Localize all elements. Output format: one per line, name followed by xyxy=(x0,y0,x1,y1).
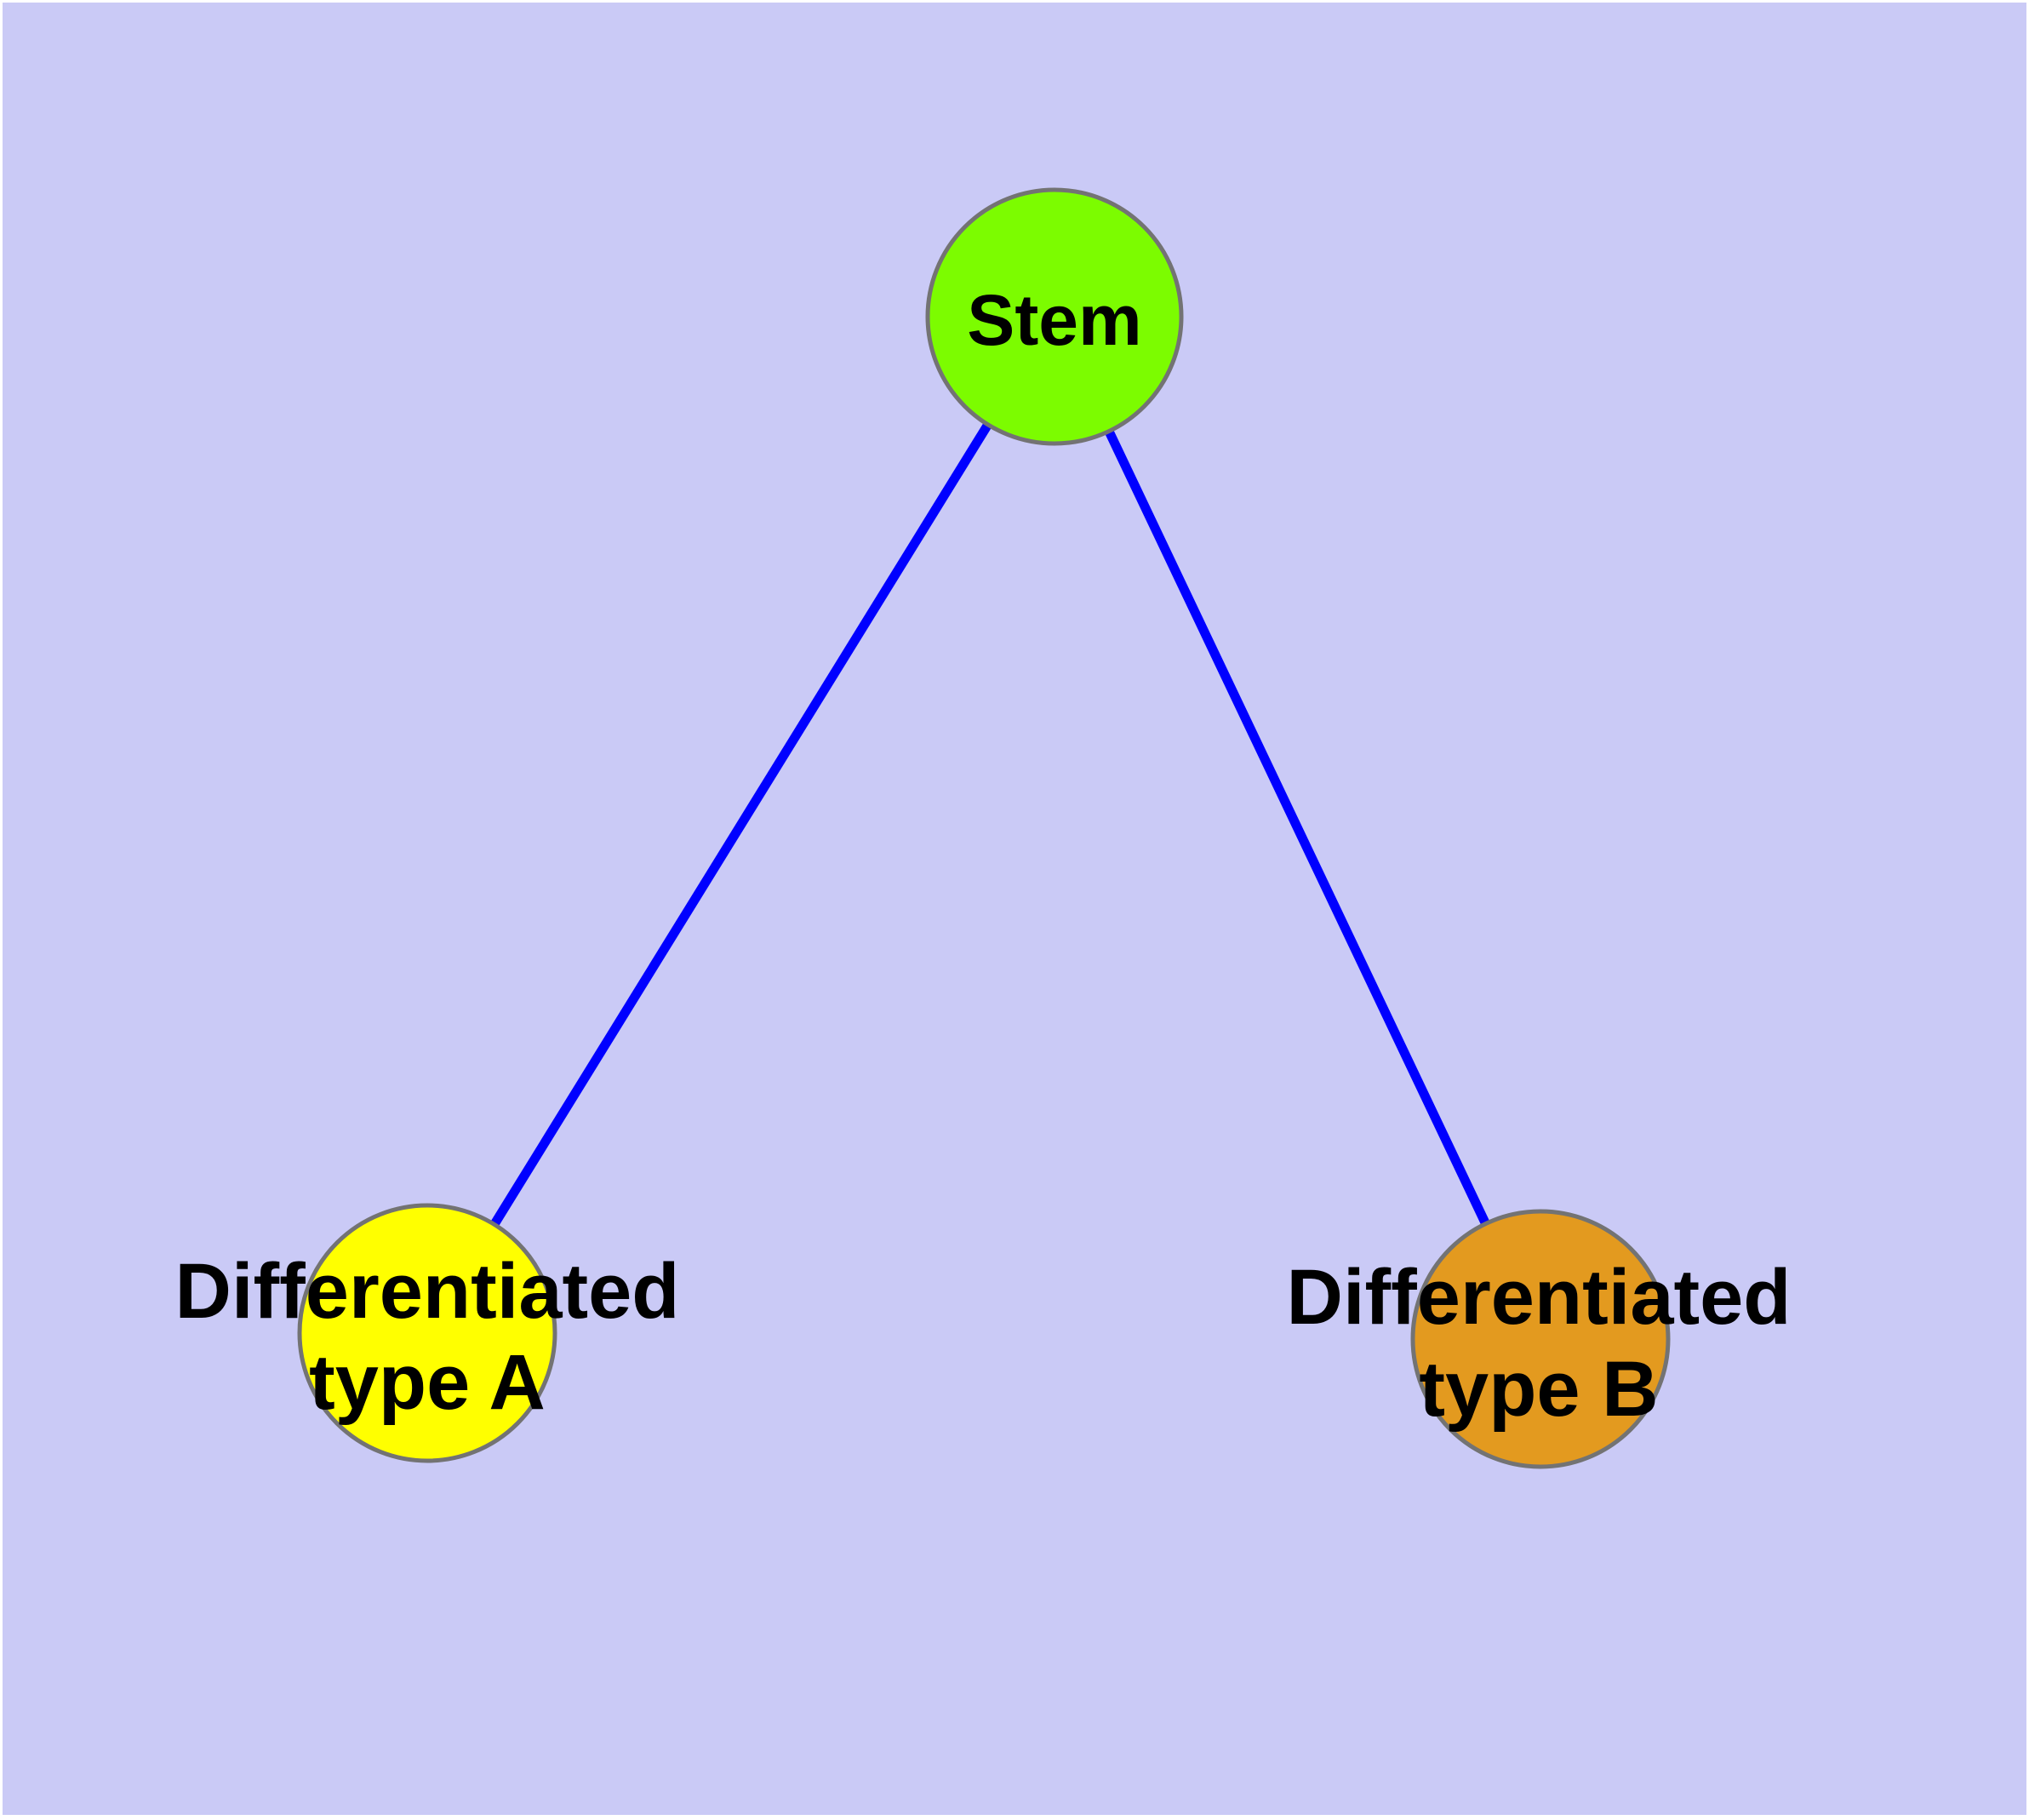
node-type-b-circle xyxy=(1410,1209,1671,1469)
edge-stem-to-type-a xyxy=(423,314,1059,1336)
node-stem-circle xyxy=(925,187,1184,446)
node-type-a-label-line2: type A xyxy=(309,1339,546,1426)
node-type-a-label-line1: Differentiated xyxy=(175,1248,680,1335)
node-stem-label: Stem xyxy=(967,280,1141,360)
node-type-b-label-line2: type B xyxy=(1419,1346,1658,1433)
node-type-b-label-line1: Differentiated xyxy=(1287,1254,1792,1341)
edge-stem-to-type-b xyxy=(1050,314,1545,1342)
node-type-a-circle xyxy=(297,1203,557,1463)
